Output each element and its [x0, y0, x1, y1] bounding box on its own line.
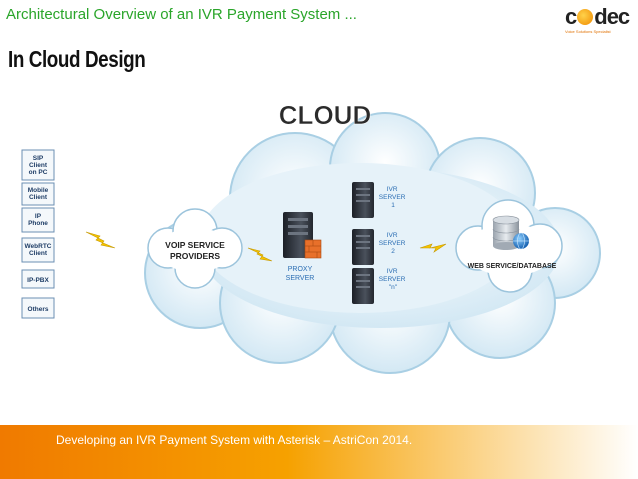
- web-service-label: WEB SERVICE/DATABASE: [468, 263, 557, 270]
- footer-bar: [0, 425, 638, 479]
- ivr-server-label: IVR SERVER 1: [379, 186, 407, 209]
- voip-label-line2: PROVIDERS: [170, 251, 220, 261]
- footer-text: Developing an IVR Payment System with As…: [56, 433, 413, 447]
- logo-orange-dot: [577, 9, 594, 25]
- lightning-icon-voip: [247, 247, 273, 262]
- ivr-server-1: IVR SERVER 1: [352, 182, 407, 218]
- slide-subtitle: In Cloud Design: [8, 46, 146, 72]
- client-box-ippbx: IP-PBX: [21, 269, 55, 289]
- client-box-others: Others: [21, 297, 55, 319]
- globe-icon: [513, 232, 529, 250]
- proxy-label-line2: SERVER: [286, 275, 315, 282]
- ivr-server-label: IVR SERVER "n": [379, 268, 407, 291]
- client-label-ippbx: IP-PBX: [27, 277, 49, 284]
- lightning-icon-clients: [85, 231, 116, 249]
- ivr-server-label: IVR SERVER 2: [379, 232, 407, 255]
- client-label-others: Others: [28, 306, 49, 313]
- proxy-label-line1: PROXY: [288, 266, 313, 273]
- lightning-icon-web: [419, 243, 447, 253]
- voip-providers-cloud: VOIP SERVICE PROVIDERS: [147, 208, 243, 289]
- cloud-title: CLOUD: [279, 100, 371, 130]
- web-service-cloud: WEB SERVICE/DATABASE: [455, 199, 563, 293]
- voip-label-line1: VOIP SERVICE: [165, 240, 225, 250]
- slide-title: Architectural Overview of an IVR Payment…: [6, 6, 357, 23]
- logo-tagline: Voice Solutions Specialist: [565, 29, 611, 34]
- proxy-server: PROXY SERVER: [283, 212, 322, 282]
- ivr-server-n: IVR SERVER "n": [352, 268, 407, 304]
- ivr-server-2: IVR SERVER 2: [352, 229, 407, 265]
